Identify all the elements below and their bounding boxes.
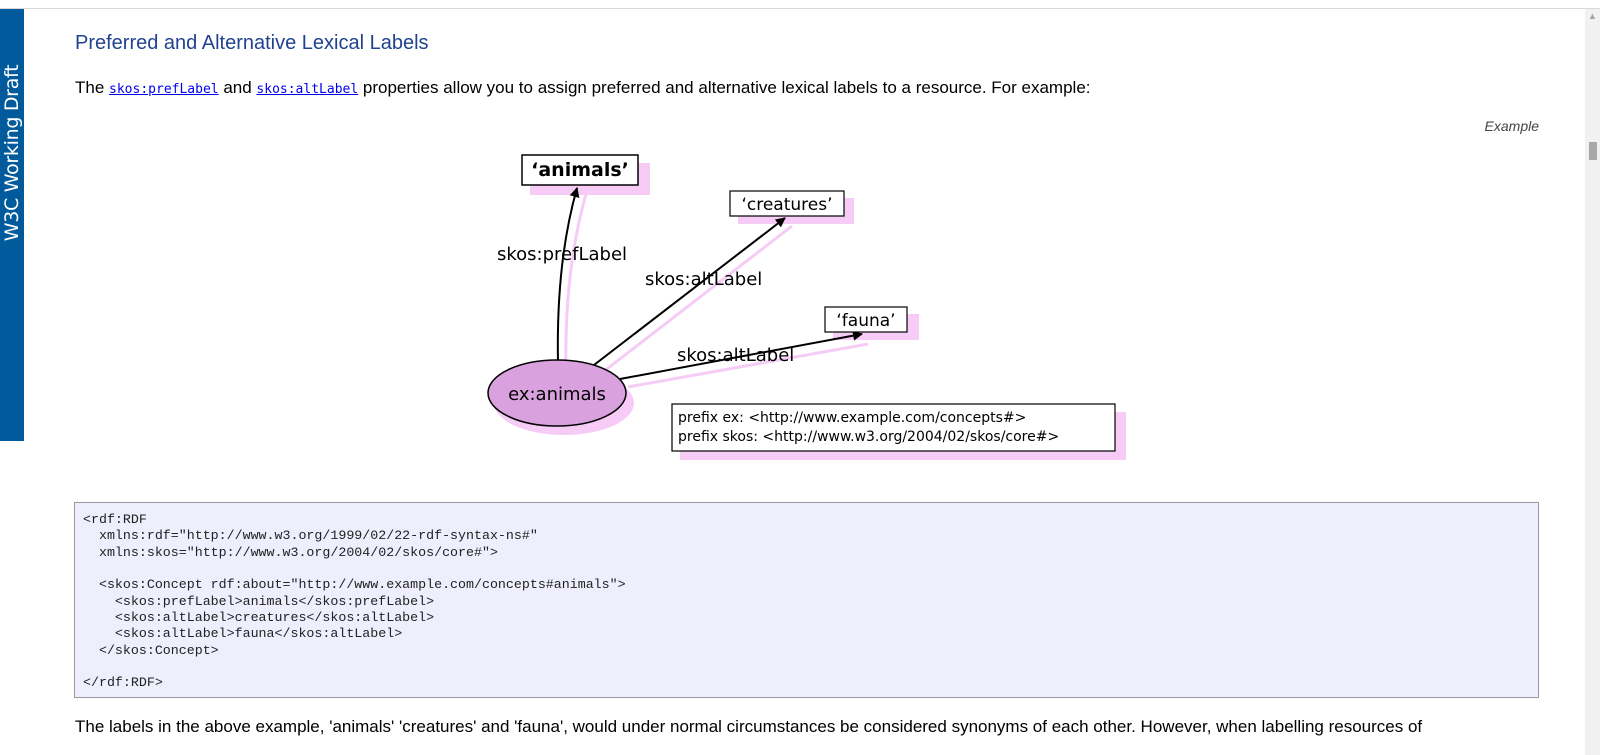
altlabel-fauna-edge bbox=[619, 330, 863, 380]
vertical-scrollbar[interactable]: ▲ bbox=[1585, 9, 1600, 755]
altlabel-creatures-edge bbox=[593, 217, 786, 366]
top-divider bbox=[0, 8, 1600, 9]
edge-label-altlabel-1: skos:altLabel bbox=[645, 269, 762, 290]
altlabel-link[interactable]: skos:altLabel bbox=[256, 82, 359, 97]
intro-paragraph: The skos:prefLabel and skos:altLabel pro… bbox=[75, 78, 1091, 98]
label-box-creatures bbox=[729, 190, 845, 217]
edge-label-preflabel: skos:prefLabel bbox=[497, 244, 627, 265]
label-text-creatures: ‘creatures’ bbox=[741, 195, 832, 215]
label-box-fauna bbox=[824, 306, 908, 333]
prefix-box bbox=[671, 403, 1116, 452]
scroll-up-arrow-icon[interactable]: ▲ bbox=[1588, 11, 1597, 21]
preflabel-edge bbox=[556, 187, 580, 363]
concept-node-label: ex:animals bbox=[508, 384, 606, 405]
intro-text-middle: and bbox=[218, 78, 257, 97]
label-text-fauna: ‘fauna’ bbox=[836, 311, 895, 331]
labels-explanation-paragraph: The labels in the above example, 'animal… bbox=[75, 717, 1423, 736]
label-text-animals: ‘animals’ bbox=[531, 159, 629, 181]
intro-text-start: The bbox=[75, 78, 110, 97]
rdf-xml-code-block: <rdf:RDF xmlns:rdf="http://www.w3.org/19… bbox=[74, 502, 1539, 698]
prefix-line-skos: prefix skos: <http://www.w3.org/2004/02/… bbox=[678, 429, 1059, 445]
label-box-animals bbox=[521, 154, 639, 186]
w3c-status-tab[interactable]: W3C Working Draft bbox=[0, 9, 24, 441]
prefix-line-ex: prefix ex: <http://www.example.com/conce… bbox=[678, 410, 1026, 426]
edge-label-altlabel-2: skos:altLabel bbox=[677, 345, 794, 366]
section-heading: Preferred and Alternative Lexical Labels bbox=[75, 32, 429, 54]
rdf-xml-code: <rdf:RDF xmlns:rdf="http://www.w3.org/19… bbox=[83, 512, 626, 691]
skos-example-diagram: skos:prefLabel skos:altLabel skos:altLab… bbox=[487, 154, 1126, 460]
concept-node-ellipse bbox=[487, 359, 627, 427]
preflabel-link[interactable]: skos:prefLabel bbox=[109, 82, 219, 97]
example-caption: Example bbox=[1484, 118, 1539, 134]
scrollbar-thumb[interactable] bbox=[1589, 142, 1597, 160]
intro-text-end: properties allow you to assign preferred… bbox=[358, 78, 1091, 97]
